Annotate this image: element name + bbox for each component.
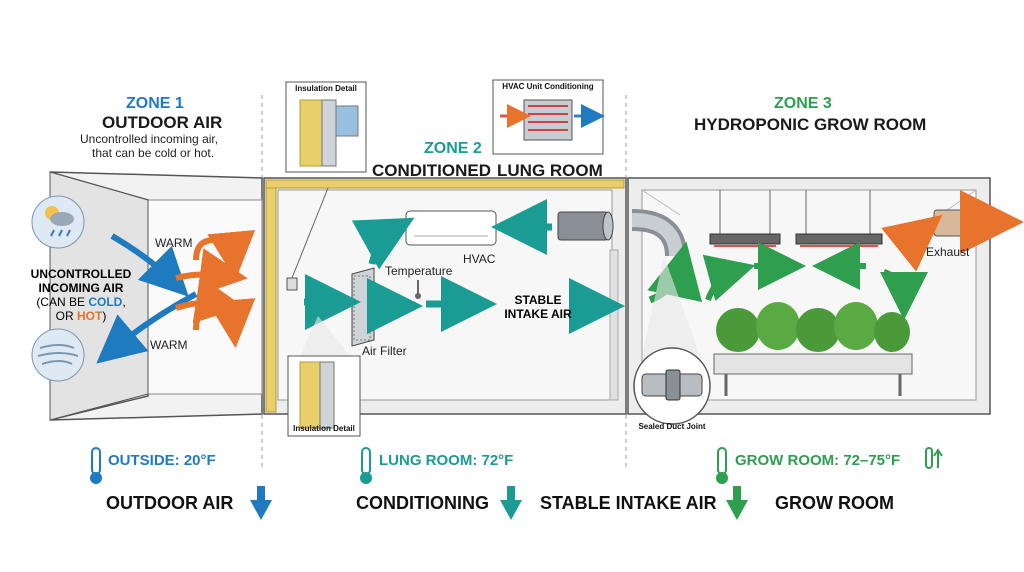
zone2-number: ZONE 2 <box>424 140 482 157</box>
zone1-desc-line2: that can be cold or hot. <box>92 146 215 160</box>
zone1-title: OUTDOOR AIR <box>102 113 223 132</box>
insulation-detail-top-title: Insulation Detail <box>295 84 357 93</box>
hvac-label: HVAC <box>463 252 496 266</box>
thermometer-icon-zone1 <box>90 447 102 484</box>
insulation-detail-bottom-title: Insulation Detail <box>293 424 355 433</box>
inner-line4-suffix: ) <box>102 309 107 323</box>
hvac-unit <box>405 210 497 246</box>
cold-word: COLD <box>88 295 123 309</box>
insulation-detail-top-callout <box>285 81 367 173</box>
warm-arrow-bottom <box>175 275 244 324</box>
stable-line1: STABLE <box>514 293 562 307</box>
bottom-outdoor-air: OUTDOOR AIR <box>106 493 234 513</box>
temperature-label: Temperature <box>385 264 453 278</box>
zone1-inner-label: UNCONTROLLED INCOMING AIR (CAN BE COLD, … <box>30 267 132 323</box>
blue-arrow-out <box>96 291 198 364</box>
green-arrow-circulate-4 <box>879 269 928 320</box>
zone3-number: ZONE 3 <box>774 95 832 112</box>
wall-insulation-top <box>265 179 625 189</box>
stable-line2: INTAKE AIR <box>504 307 572 321</box>
exhaust-label: Exhaust <box>926 245 970 259</box>
thermometer-icon-zone3 <box>716 447 728 484</box>
air-filter <box>351 267 375 347</box>
teal-arrow-to-hvac <box>351 217 415 270</box>
grow-room-temp: GROW ROOM: 72–75°F <box>735 452 901 469</box>
thermometer-small-icon <box>925 447 943 469</box>
bottom-conditioning: CONDITIONING <box>356 493 489 513</box>
zone3-title: HYDROPONIC GROW ROOM <box>694 115 927 134</box>
bottom-stable-intake-air: STABLE INTAKE AIR <box>540 493 717 513</box>
zone1-inner-line3: (CAN BE COLD, <box>30 295 132 309</box>
inner-line3-suffix: , <box>122 295 126 309</box>
hvac-callout-title: HVAC Unit Conditioning <box>502 82 594 91</box>
zone1-desc-line1: Uncontrolled incoming air, <box>80 132 219 146</box>
thermostat <box>286 187 329 291</box>
wind-icon <box>31 328 85 382</box>
zone1-inner-line1: UNCONTROLLED <box>30 267 132 281</box>
sealed-duct-joint-title: Sealed Duct Joint <box>638 422 706 431</box>
warm-label-top: WARM <box>155 236 193 250</box>
zone1-number: ZONE 1 <box>126 95 184 112</box>
inner-line4-prefix: OR <box>55 309 77 323</box>
down-arrow-green-icon <box>726 486 748 520</box>
exhaust-fan <box>933 209 980 237</box>
blue-arrow-in <box>110 233 189 297</box>
inlet-duct <box>557 211 614 241</box>
inner-line3-prefix: (CAN BE <box>36 295 89 309</box>
zone1-inner-line4: OR HOT) <box>30 309 132 323</box>
green-arrow-circulate-1 <box>702 254 756 302</box>
outside-temp: OUTSIDE: 20°F <box>108 452 216 469</box>
zone2-title-left: CONDITIONED <box>372 161 491 180</box>
wall-insulation-left <box>265 179 277 413</box>
plants <box>716 302 910 352</box>
sealed-duct-joint-callout <box>633 256 711 425</box>
thermometer-icon-zone2 <box>360 447 372 484</box>
warm-arrow-top <box>175 248 248 296</box>
orange-arrow-exhaust <box>881 214 943 272</box>
hot-word: HOT <box>77 309 103 323</box>
air-filter-label: Air Filter <box>362 344 407 358</box>
bottom-grow-room: GROW ROOM <box>775 493 894 513</box>
zone2-title-right: LUNG ROOM <box>497 161 603 180</box>
hydroponic-table <box>713 353 913 396</box>
lung-room-temp: LUNG ROOM: 72°F <box>379 452 514 469</box>
insulation-detail-bottom-callout <box>287 316 361 437</box>
sun-cloud-rain-icon <box>31 195 85 249</box>
stable-intake-label: STABLE INTAKE AIR <box>502 293 574 321</box>
zone1-inner-line2: INCOMING AIR <box>38 281 124 295</box>
warm-label-bottom: WARM <box>150 338 188 352</box>
down-arrow-teal-icon <box>500 486 522 520</box>
down-arrow-blue-icon <box>250 486 272 520</box>
hvac-conditioning-callout <box>492 79 605 155</box>
